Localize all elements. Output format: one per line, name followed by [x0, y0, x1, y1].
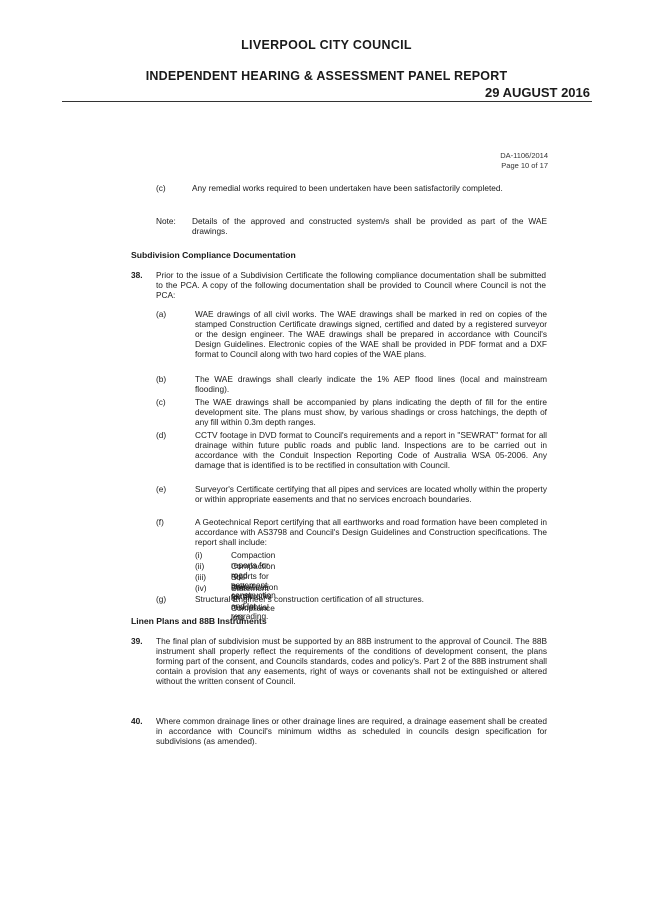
section-heading: Subdivision Compliance Documentation [131, 250, 296, 260]
clause-text: Where common drainage lines or other dra… [156, 716, 547, 746]
da-number: DA-1106/2014 [500, 151, 548, 160]
report-title: INDEPENDENT HEARING & ASSESSMENT PANEL R… [145, 69, 508, 83]
sub-item-text: Soil classification for all residential … [231, 572, 279, 622]
clause-text: The final plan of subdivision must be su… [156, 636, 547, 686]
item-label: (d) [156, 430, 167, 440]
note-text: Details of the approved and constructed … [192, 216, 547, 236]
note-label: Note: [156, 216, 176, 226]
sub-item-label: (iii) [195, 572, 207, 582]
sub-item-label: (iv) [195, 583, 207, 593]
item-label: (c) [156, 397, 166, 407]
sub-item-label: (ii) [195, 561, 205, 571]
item-text: The WAE drawings shall clearly indicate … [195, 374, 547, 394]
item-text: Any remedial works required to been unde… [192, 183, 503, 193]
item-label: (e) [156, 484, 167, 494]
item-label: (f) [156, 517, 164, 527]
clause-text: Prior to the issue of a Subdivision Cert… [156, 270, 546, 300]
sub-item-label: (i) [195, 550, 203, 560]
document-reference: DA-1106/2014 Page 10 of 17 [500, 151, 548, 171]
item-text: WAE drawings of all civil works. The WAE… [195, 309, 547, 359]
item-text: Structural Engineer's construction certi… [195, 594, 424, 604]
sub-item-text: Statement of Compliance [231, 583, 275, 613]
item-text: The WAE drawings shall be accompanied by… [195, 397, 547, 427]
clause-number: 40. [131, 716, 143, 726]
sub-item-text: Compaction reports for bulk earthworks a… [231, 561, 276, 621]
report-date: 29 AUGUST 2016 [484, 85, 590, 100]
item-text: A Geotechnical Report certifying that al… [195, 517, 547, 547]
item-label: (g) [156, 594, 167, 604]
clause-number: 38. [131, 270, 143, 280]
page-number: Page 10 of 17 [501, 161, 548, 170]
item-label: (b) [156, 374, 167, 384]
item-text: CCTV footage in DVD format to Council's … [195, 430, 547, 470]
clause-number: 39. [131, 636, 143, 646]
item-label: (a) [156, 309, 167, 319]
sub-item-text: Compaction reports for road pavement con… [231, 550, 276, 600]
header-divider [62, 101, 592, 102]
item-label: (c) [156, 183, 166, 193]
item-text: Surveyor's Certificate certifying that a… [195, 484, 547, 504]
organization-name: LIVERPOOL CITY COUNCIL [241, 38, 412, 52]
section-heading: Linen Plans and 88B Instruments [131, 616, 267, 626]
